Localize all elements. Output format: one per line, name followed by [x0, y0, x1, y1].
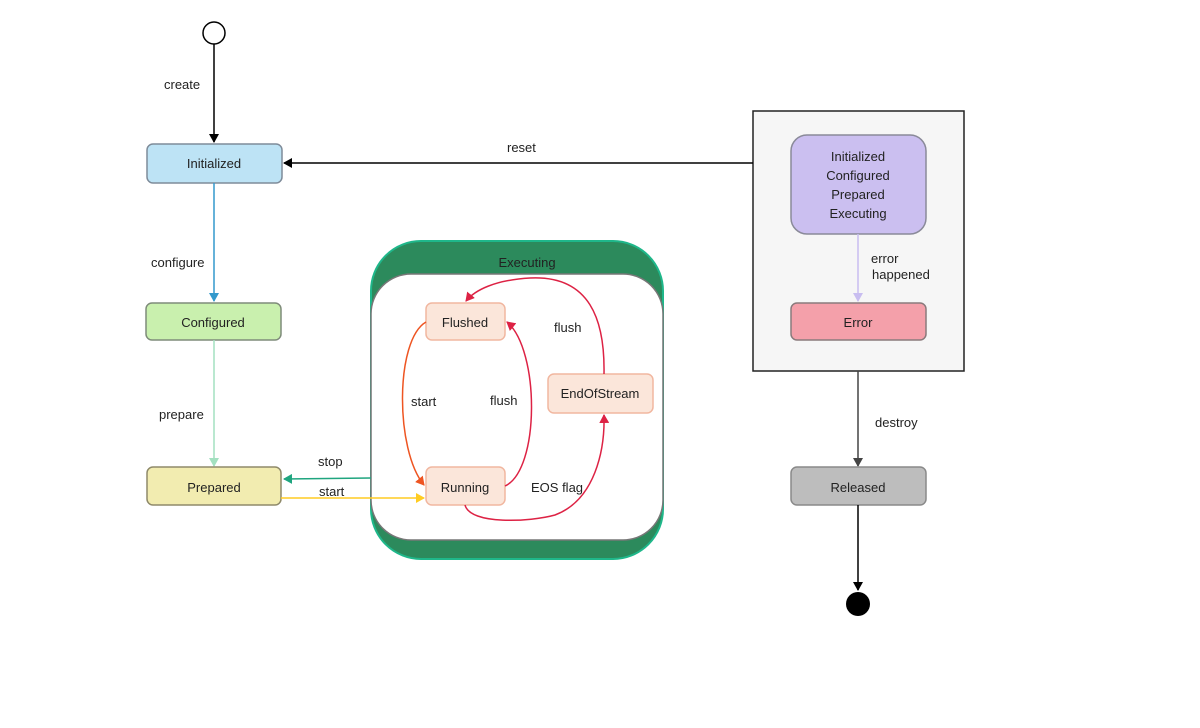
- state-configured[interactable]: Configured: [145, 302, 282, 341]
- state-error-sources[interactable]: Initialized Configured Prepared Executin…: [790, 134, 927, 235]
- transition-create-label: create: [164, 77, 200, 92]
- state-error[interactable]: Error: [790, 302, 927, 341]
- error-source-line: Prepared: [831, 187, 884, 202]
- transition-error-happened-label-2: happened: [872, 267, 930, 282]
- state-initialized-label: Initialized: [187, 156, 241, 171]
- state-released-label: Released: [831, 480, 886, 495]
- transition-flush-running: [504, 321, 533, 487]
- state-flushed-label: Flushed: [442, 315, 488, 330]
- transition-error-happened-label-1: error: [871, 251, 899, 266]
- final-state-icon: [846, 592, 870, 616]
- transition-stop: [283, 473, 372, 484]
- state-initialized[interactable]: Initialized: [146, 143, 283, 184]
- state-end-of-stream-label: EndOfStream: [561, 386, 640, 401]
- transition-eos-flag-label: EOS flag: [531, 480, 583, 495]
- state-prepared-label: Prepared: [187, 480, 240, 495]
- transition-destroy-label: destroy: [875, 415, 918, 430]
- state-running-label: Running: [441, 480, 489, 495]
- transition-flush-running-label: flush: [490, 393, 517, 408]
- state-prepared[interactable]: Prepared: [146, 466, 282, 506]
- state-end-of-stream[interactable]: EndOfStream: [547, 373, 654, 414]
- state-error-label: Error: [844, 315, 874, 330]
- transition-start-flushed: [401, 321, 427, 486]
- error-source-line: Initialized: [831, 149, 885, 164]
- transition-start-prepared-label: start: [319, 484, 345, 499]
- error-source-line: Executing: [829, 206, 886, 221]
- transition-prepare-label: prepare: [159, 407, 204, 422]
- state-running[interactable]: Running: [425, 466, 506, 506]
- transition-flush-eos: [465, 277, 605, 375]
- state-flushed[interactable]: Flushed: [425, 302, 506, 341]
- transition-stop-label: stop: [318, 454, 343, 469]
- composite-executing-label: Executing: [498, 255, 555, 270]
- transition-reset-label: reset: [507, 140, 536, 155]
- initial-state-icon: [202, 21, 226, 45]
- transition-configure-label: configure: [151, 255, 204, 270]
- state-released[interactable]: Released: [790, 466, 927, 506]
- transition-flush-eos-label: flush: [554, 320, 581, 335]
- error-source-line: Configured: [826, 168, 890, 183]
- state-configured-label: Configured: [181, 315, 245, 330]
- transition-start-flushed-label: start: [411, 394, 437, 409]
- transition-eos-flag: [464, 414, 610, 522]
